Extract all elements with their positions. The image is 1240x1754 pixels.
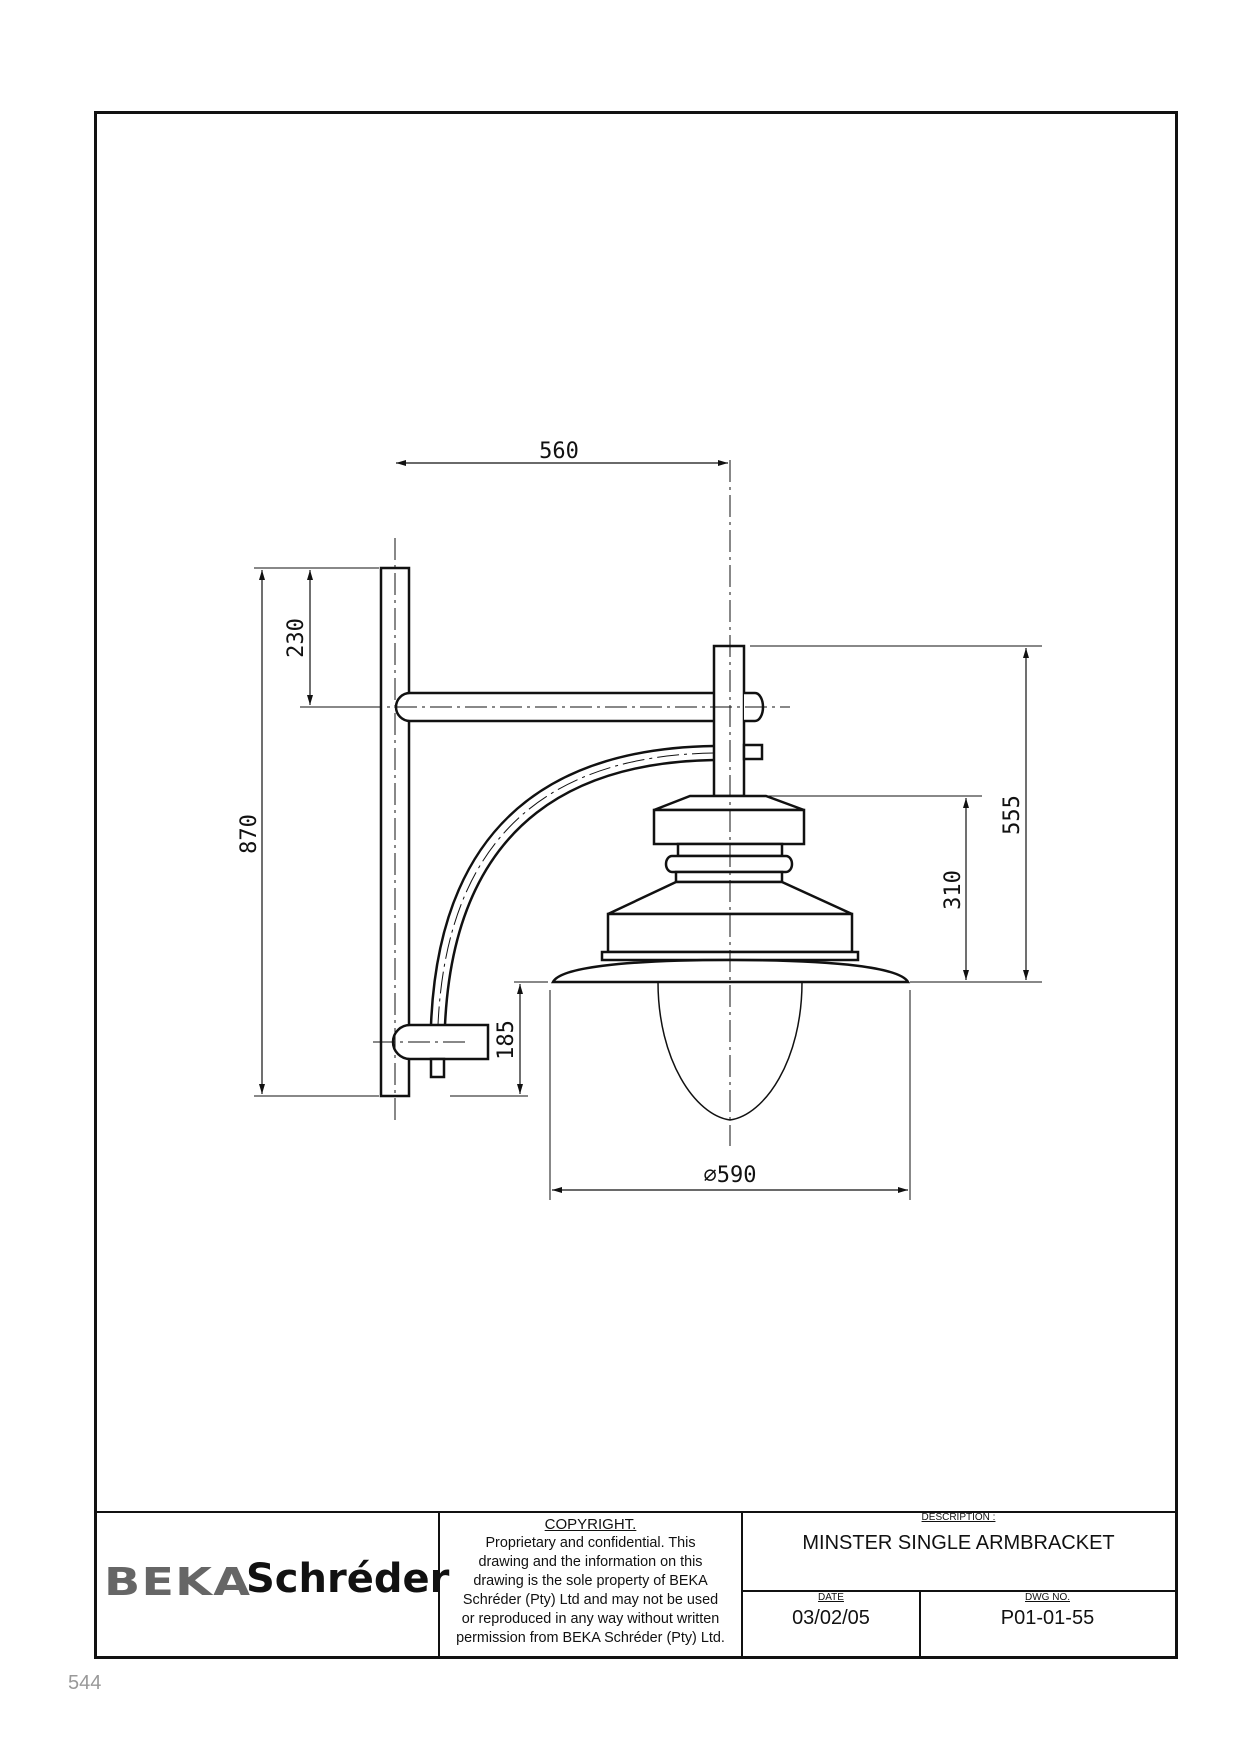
copyright-line: Proprietary and confidential. This	[485, 1535, 696, 1551]
dimension-870: 870	[237, 814, 262, 854]
copyright-heading: COPYRIGHT.	[544, 1516, 637, 1533]
copyright-line: Schréder (Pty) Ltd and may not be used	[462, 1592, 719, 1608]
copyright-notice: COPYRIGHT. Proprietary and confidential.…	[439, 1512, 742, 1659]
description-label: DESCRIPTION :	[921, 1512, 996, 1523]
copyright-line: drawing is the sole property of BEKA	[473, 1573, 708, 1589]
date-label: DATE	[818, 1592, 844, 1603]
drawing-frame	[94, 111, 1178, 1659]
dimension-560: 560	[539, 439, 579, 464]
copyright-line: drawing and the information on this	[478, 1554, 703, 1570]
dimension-diameter-590: ⌀590	[704, 1163, 757, 1188]
copyright-body: Proprietary and confidential. This drawi…	[439, 1534, 742, 1648]
dimension-555: 555	[1000, 795, 1025, 835]
copyright-line: or reproduced in any way without written	[461, 1611, 720, 1627]
dimension-310: 310	[941, 870, 966, 910]
dimension-lines	[259, 460, 1029, 1193]
logo-schreder-text: Schréder	[246, 1556, 450, 1602]
drawing-number-value: P01-01-55	[1000, 1607, 1095, 1629]
drawing-number-label: DWG NO.	[1025, 1592, 1070, 1603]
company-logo: BEKA Schréder	[94, 1512, 449, 1659]
copyright-line: permission from BEKA Schréder (Pty) Ltd.	[456, 1630, 725, 1646]
title-block: BEKA Schréder COPYRIGHT. Proprietary and…	[94, 1512, 1178, 1659]
lantern-post	[712, 644, 765, 798]
date-value: 03/02/05	[792, 1607, 870, 1629]
dimension-230: 230	[284, 618, 309, 658]
title-block-lines	[94, 1511, 1175, 1659]
page-number: 544	[68, 1672, 102, 1694]
description-value: MINSTER SINGLE ARMBRACKET	[802, 1532, 1115, 1554]
curved-brace	[429, 744, 715, 1026]
centre-lines	[360, 460, 790, 1146]
dimension-185: 185	[494, 1020, 519, 1060]
logo-beka-text: BEKA	[104, 1560, 252, 1604]
extension-lines	[254, 567, 1042, 1200]
